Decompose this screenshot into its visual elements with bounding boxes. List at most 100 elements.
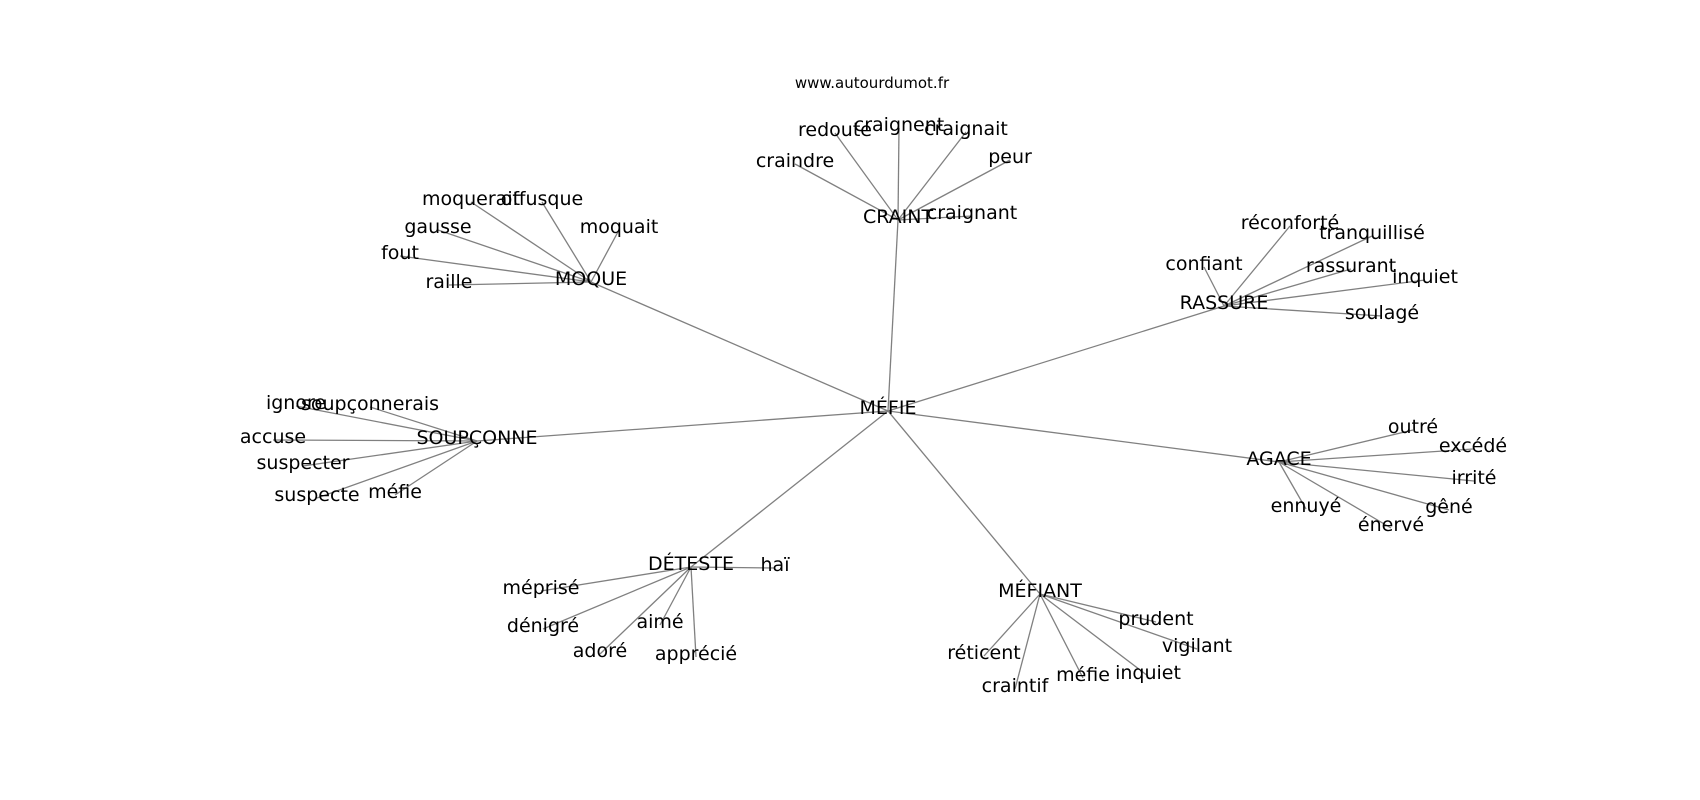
edge-hub-to-leaf: [590, 229, 620, 283]
hub-node-label: DÉTESTE: [648, 552, 734, 575]
leaf-node-label: craintif: [982, 675, 1050, 697]
edge-hub-to-leaf: [897, 127, 900, 221]
leaf-node-label: rassurant: [1306, 255, 1396, 277]
leaf-node-label: réconforté: [1241, 212, 1339, 234]
leaf-node-label: peur: [988, 146, 1032, 168]
hub-node-label: SOUPÇONNE: [416, 427, 537, 449]
edge-hub-to-leaf: [1278, 429, 1414, 463]
edge-hub-to-leaf: [897, 131, 967, 221]
leaf-node-label: dénigré: [507, 615, 579, 637]
leaf-node-label: craindre: [756, 150, 834, 172]
edge-hub-to-leaf: [1039, 593, 1084, 679]
edge-hub-to-leaf: [540, 566, 692, 592]
edge-hub-to-leaf: [1203, 266, 1225, 307]
leaf-node-label: moquait: [580, 216, 659, 238]
edge-hub-to-leaf: [470, 201, 592, 283]
edge-center-to-hub: [887, 305, 1225, 412]
edge-center-to-hub: [590, 281, 889, 412]
leaf-node-label: vigilant: [1162, 635, 1232, 657]
edge-hub-to-leaf: [437, 229, 592, 283]
hub-node-label: CRAINT: [863, 206, 934, 228]
source-url: www.autourdumot.fr: [795, 74, 950, 92]
label-layer: www.autourdumot.fr MÉFIE CRAINT craindre re…: [240, 74, 1507, 697]
edge-hub-to-leaf: [1223, 268, 1352, 307]
leaf-node-label: énervé: [1358, 514, 1424, 536]
leaf-node-label: craignait: [924, 118, 1008, 140]
edge-hub-to-leaf: [1039, 593, 1157, 623]
leaf-node-label: craignant: [927, 202, 1017, 224]
edge-hub-to-leaf: [690, 566, 776, 569]
edge-hub-to-leaf: [295, 405, 478, 442]
leaf-node-label: outré: [1388, 416, 1438, 438]
leaf-node-label: soupçonnerais: [301, 393, 439, 415]
edge-hub-to-leaf: [399, 255, 592, 283]
edge-hub-to-leaf: [394, 440, 478, 496]
edge-hub-to-leaf: [834, 132, 899, 221]
hub-node-label: AGACE: [1246, 448, 1311, 470]
edge-hub-to-leaf: [272, 439, 478, 442]
leaf-node-label: gêné: [1425, 496, 1472, 518]
leaf-node-label: inquiet: [1115, 662, 1181, 684]
center-node-label: MÉFIE: [860, 396, 917, 419]
edge-hub-to-leaf: [1278, 461, 1450, 511]
hub-node-label: MÉFIANT: [998, 579, 1082, 602]
leaf-node-label: adoré: [573, 640, 627, 662]
edge-hub-to-leaf: [1278, 461, 1392, 529]
leaf-node-label: suspecte: [274, 484, 359, 506]
edge-hub-to-leaf: [1223, 305, 1383, 317]
leaf-node-label: offusque: [501, 188, 583, 210]
edge-hub-to-leaf: [1223, 235, 1373, 307]
edge-hub-to-leaf: [897, 215, 973, 221]
edge-hub-to-leaf: [690, 566, 697, 658]
leaf-node-label: fout: [381, 242, 419, 264]
edge-hub-to-leaf: [1039, 593, 1149, 677]
edge-hub-to-leaf: [1278, 448, 1474, 463]
leaf-node-label: irrité: [1452, 467, 1497, 489]
edge-center-to-hub: [690, 410, 889, 568]
leaf-node-label: prudent: [1118, 608, 1193, 630]
edge-hub-to-leaf: [302, 440, 478, 467]
leaf-node-label: réticent: [947, 642, 1020, 664]
edge-hub-to-leaf: [316, 440, 478, 499]
leaf-node-label: méfie: [1056, 664, 1110, 686]
leaf-node-label: méprisé: [503, 577, 580, 599]
leaf-node-label: apprécié: [655, 643, 737, 665]
edge-hub-to-leaf: [369, 406, 478, 442]
leaf-node-label: redoute: [798, 119, 872, 141]
leaf-node-label: tranquillisé: [1319, 222, 1425, 244]
leaf-node-label: excédé: [1439, 435, 1507, 457]
leaf-node-label: suspecter: [257, 452, 350, 474]
edge-hub-to-leaf: [448, 281, 592, 286]
edge-hub-to-leaf: [1223, 225, 1291, 307]
edge-hub-to-leaf: [1278, 461, 1475, 482]
edge-hub-to-leaf: [659, 566, 692, 626]
edge-hub-to-leaf: [983, 593, 1041, 657]
leaf-node-label: aimé: [636, 611, 683, 633]
edge-hub-to-leaf: [599, 566, 692, 655]
edge-hub-to-leaf: [1278, 461, 1307, 510]
edge-center-to-hub: [476, 410, 889, 442]
leaf-node-label: raille: [426, 271, 473, 293]
hub-node-label: RASSURE: [1180, 292, 1269, 314]
leaf-node-label: accuse: [240, 426, 306, 448]
leaf-node-label: moquerait: [422, 188, 520, 210]
hub-node-label: MOQUE: [555, 268, 627, 290]
edge-layer: [272, 127, 1475, 690]
edge-center-to-hub: [887, 219, 899, 412]
edge-hub-to-leaf: [794, 163, 899, 221]
edge-hub-to-leaf: [1014, 593, 1041, 690]
leaf-node-label: méfie: [368, 481, 422, 503]
leaf-node-label: soulagé: [1345, 302, 1419, 324]
edge-hub-to-leaf: [542, 566, 692, 630]
leaf-node-label: inquiet: [1392, 266, 1458, 288]
leaf-node-label: ignore: [266, 392, 326, 414]
edge-center-to-hub: [887, 410, 1041, 595]
edge-hub-to-leaf: [1223, 279, 1426, 307]
edge-hub-to-leaf: [897, 159, 1011, 221]
leaf-node-label: haï: [761, 554, 791, 576]
edge-center-to-hub: [887, 410, 1280, 463]
leaf-node-label: craignent: [854, 114, 944, 136]
leaf-node-label: gausse: [404, 216, 471, 238]
edge-hub-to-leaf: [541, 201, 592, 283]
